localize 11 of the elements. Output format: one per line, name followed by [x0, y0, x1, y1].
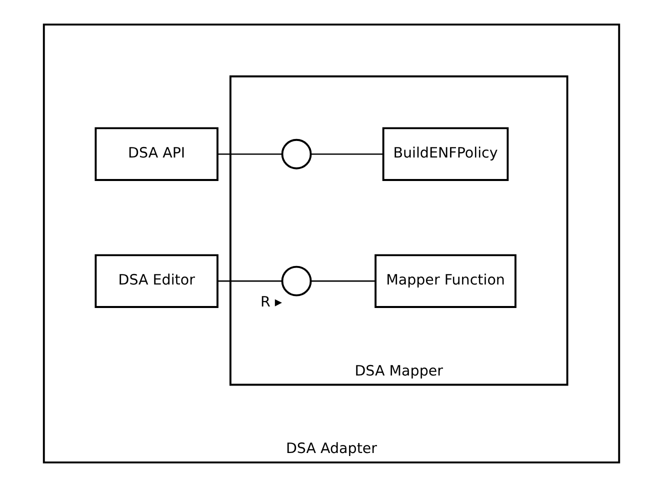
node-label: R ▸ — [260, 294, 282, 310]
node-circle — [280, 265, 312, 296]
connector — [310, 152, 383, 154]
node-box: DSA Editor — [94, 254, 218, 308]
node-circle — [280, 138, 312, 169]
connector — [310, 280, 375, 282]
connector — [217, 152, 282, 154]
node-box: BuildENFPolicy — [382, 126, 508, 180]
connector — [217, 280, 282, 282]
node-box: Mapper Function — [374, 254, 516, 308]
node-box: DSA API — [94, 126, 218, 180]
